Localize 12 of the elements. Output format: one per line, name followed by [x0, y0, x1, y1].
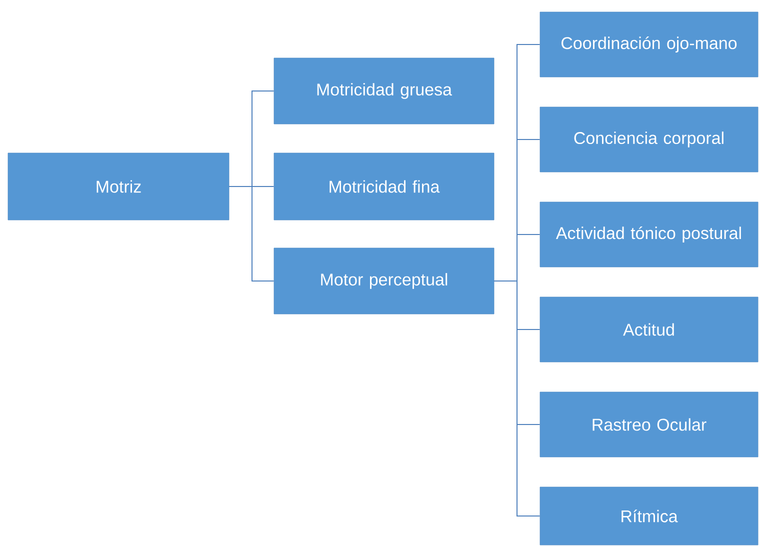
process-box: Motriz [8, 152, 230, 220]
process-box: Motor perceptual [274, 248, 494, 314]
connector-line [228, 186, 274, 282]
process-box: Rastreo Ocular [540, 392, 758, 458]
process-box: Coordinación ojo-mano [540, 12, 758, 78]
process-box: Motricidad gruesa [274, 58, 494, 124]
process-box: Rítmica [540, 486, 758, 546]
process-box: Actitud [540, 296, 758, 362]
connector-line [494, 280, 540, 516]
process-box: Motricidad fina [274, 152, 494, 220]
process-box: Actividad tónico postural [540, 202, 758, 268]
process-box: Conciencia corporal [540, 106, 758, 172]
